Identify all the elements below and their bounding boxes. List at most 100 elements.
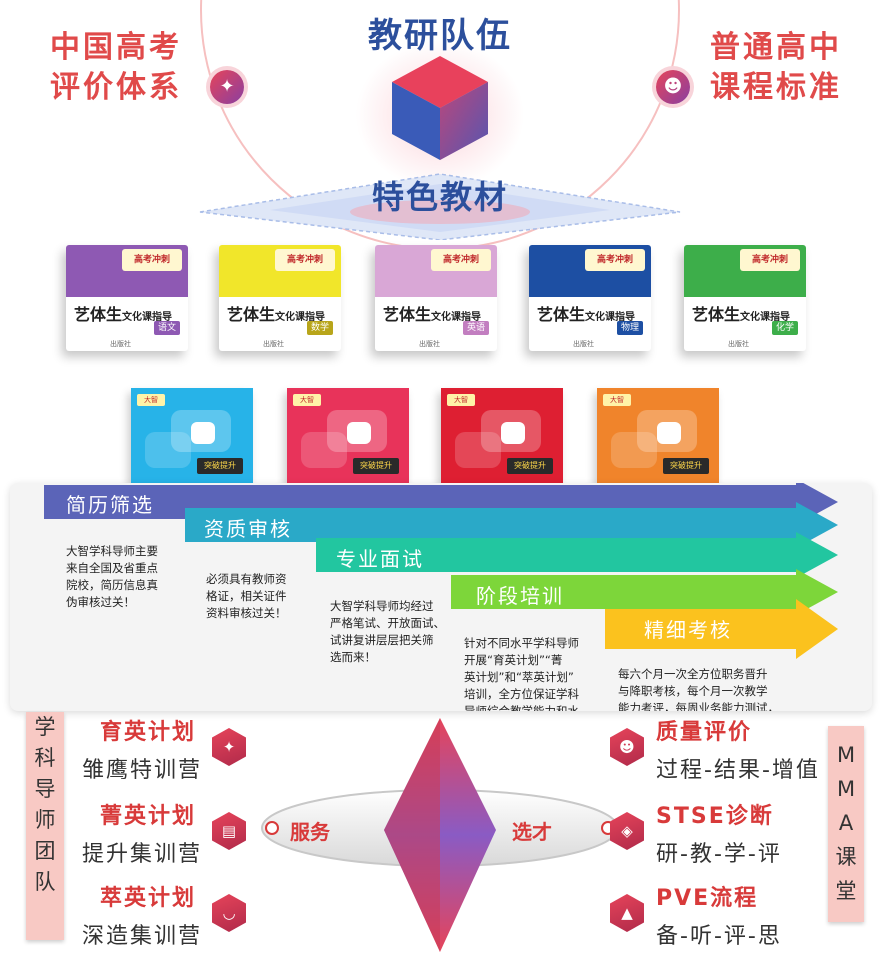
book-title: 艺体生文化课指导 (383, 301, 481, 325)
team-title: 教研队伍 (368, 16, 512, 56)
step-bar-qualification (185, 502, 838, 548)
book-title: 艺体生文化课指导 (692, 301, 790, 325)
plan-sub-yuying: 雏鹰特训营 (82, 758, 203, 783)
side-right-line-2: 课程标准 (710, 70, 842, 105)
book-tag: 大智 (447, 394, 475, 406)
vertical-char: 堂 (835, 879, 857, 903)
book-title-rest: 文化课指导 (585, 312, 636, 323)
book-label: 突破提升 (663, 458, 709, 474)
desc-line: 每六个月一次全方位职务晋升 (618, 667, 768, 681)
vertical-char: 导 (34, 777, 56, 801)
book-title-rest: 文化课指导 (275, 312, 326, 323)
step-label-training: 阶段培训 (476, 584, 564, 608)
book-shape (347, 422, 371, 444)
vertical-char: 团 (34, 839, 56, 863)
book-row-2: 大智 突破提升 大智 突破提升 大智 突破提升 大智 突破提升 (0, 388, 880, 484)
vertical-char: 队 (34, 870, 56, 894)
desc-line: 导师综合教学能力和水 (464, 704, 579, 711)
side-left-line-1: 中国高考 (50, 30, 182, 65)
service-label: 服务 (290, 820, 330, 844)
plan-sub-stse: 研-教-学-评 (656, 842, 782, 867)
book-title-main: 艺体生 (227, 305, 276, 324)
book-title: 艺体生文化课指导 (227, 301, 325, 325)
step-desc-training: 针对不同水平学科导师 开展“育英计划”“菁 英计划”和“萃英计划” 培训，全方位… (464, 635, 579, 711)
clipboard-icon: ▤ (212, 812, 246, 850)
desc-line: 英计划”和“萃英计划” (464, 670, 574, 684)
book-title-rest: 文化课指导 (740, 312, 791, 323)
step-desc-resume: 大智学科导师主要 来自全国及省重点 院校，简历信息真 伪审核过关！ (66, 543, 158, 611)
book-label: 突破提升 (197, 458, 243, 474)
top-section: 教研队伍 中国高考 评价体系 普通高中 课程标准 ✦ ☻ 特色教材 (0, 0, 880, 250)
book-tag: 大智 (293, 394, 321, 406)
step-desc-interview: 大智学科导师均经过 严格笔试、开放面试、 试讲复讲层层把关筛 选而来！ (330, 598, 445, 666)
book-shape (191, 422, 215, 444)
book-row-1: 高考冲刺 艺体生文化课指导 语文 出版社 高考冲刺 艺体生文化课指导 数学 出版… (0, 245, 880, 360)
plan-title-quality: 质量评价 (656, 720, 753, 745)
book-tag: 大智 (137, 394, 165, 406)
vertical-char: 学 (34, 715, 56, 739)
book-subject: 数学 (307, 321, 333, 335)
book-logo: 高考冲刺 (740, 249, 800, 271)
book-shape (145, 432, 191, 468)
plan-title-stse: STSE诊断 (656, 804, 774, 829)
book-publisher: 出版社 (728, 340, 749, 348)
book-title-main: 艺体生 (537, 305, 586, 324)
book-logo: 高考冲刺 (122, 249, 182, 271)
diamond-graphic (261, 718, 619, 952)
book-subject: 英语 (463, 321, 489, 335)
book-tag: 大智 (603, 394, 631, 406)
gaokao-evaluation-text: 中国高考 评价体系 (50, 28, 182, 108)
vertical-char: 科 (34, 746, 56, 770)
plan-sub-pve: 备-听-评-思 (656, 924, 782, 949)
book-subject: 化学 (772, 321, 798, 335)
desc-line: 伪审核过关！ (66, 595, 135, 609)
desc-line: 资料审核过关！ (206, 606, 287, 620)
cup-icon: ◡ (212, 894, 246, 932)
desc-line: 来自全国及省重点 (66, 561, 158, 575)
book-label: 突破提升 (353, 458, 399, 474)
bottom-section: 学 科 导 师 团 队 M M A 课 堂 服务 (0, 712, 880, 960)
cube-icon (392, 56, 488, 160)
step-label-resume: 简历筛选 (66, 493, 154, 517)
book-shape (301, 432, 347, 468)
step-desc-assessment: 每六个月一次全方位职务晋升 与降职考核，每个月一次教学 能力考评，每周业务能力测… (618, 666, 779, 711)
step-bar-body (316, 538, 798, 572)
mma-classroom-box: M M A 课 堂 (828, 726, 864, 922)
desc-line: 与降职考核，每个月一次教学 (618, 684, 768, 698)
book-red: 大智 突破提升 (441, 388, 563, 484)
book-chinese: 高考冲刺 艺体生文化课指导 语文 出版社 (66, 245, 188, 351)
book-chemistry: 高考冲刺 艺体生文化课指导 化学 出版社 (684, 245, 806, 351)
bulb-icon: ✦ (212, 728, 246, 766)
vertical-char: M (836, 777, 856, 801)
book-title-main: 艺体生 (383, 305, 432, 324)
step-bar-head (796, 599, 838, 659)
step-desc-qualification: 必须具有教师资 格证，相关证件 资料审核过关！ (206, 571, 287, 622)
plan-title-jingying: 菁英计划 (100, 804, 197, 829)
people-icon: ☻ (656, 70, 690, 104)
step-bar-body (185, 508, 798, 542)
book-logo: 高考冲刺 (585, 249, 645, 271)
side-right-line-1: 普通高中 (710, 30, 842, 65)
book-subject: 物理 (617, 321, 643, 335)
plan-sub-cuiying: 深造集训营 (82, 924, 203, 949)
book-title: 艺体生文化课指导 (537, 301, 635, 325)
book-orange: 大智 突破提升 (597, 388, 719, 484)
desc-line: 严格笔试、开放面试、 (330, 616, 445, 630)
desc-line: 格证，相关证件 (206, 589, 287, 603)
plan-title-yuying: 育英计划 (100, 720, 197, 745)
talent-selection-label: 选才 (512, 820, 552, 844)
step-label-qualification: 资质审核 (204, 517, 292, 541)
book-math: 高考冲刺 艺体生文化课指导 数学 出版社 (219, 245, 341, 351)
book-shape (455, 432, 501, 468)
book-title-main: 艺体生 (692, 305, 741, 324)
desc-line: 试讲复讲层层把关筛 (330, 633, 434, 647)
step-bar-training (451, 569, 838, 615)
book-shape (611, 432, 657, 468)
desc-line: 选而来！ (330, 650, 376, 664)
book-logo: 高考冲刺 (275, 249, 335, 271)
book-title: 艺体生文化课指导 (74, 301, 172, 325)
plan-title-pve: PVE流程 (656, 886, 759, 911)
book-pink: 大智 突破提升 (287, 388, 409, 484)
vertical-char: 师 (34, 808, 56, 832)
book-publisher: 出版社 (573, 340, 594, 348)
